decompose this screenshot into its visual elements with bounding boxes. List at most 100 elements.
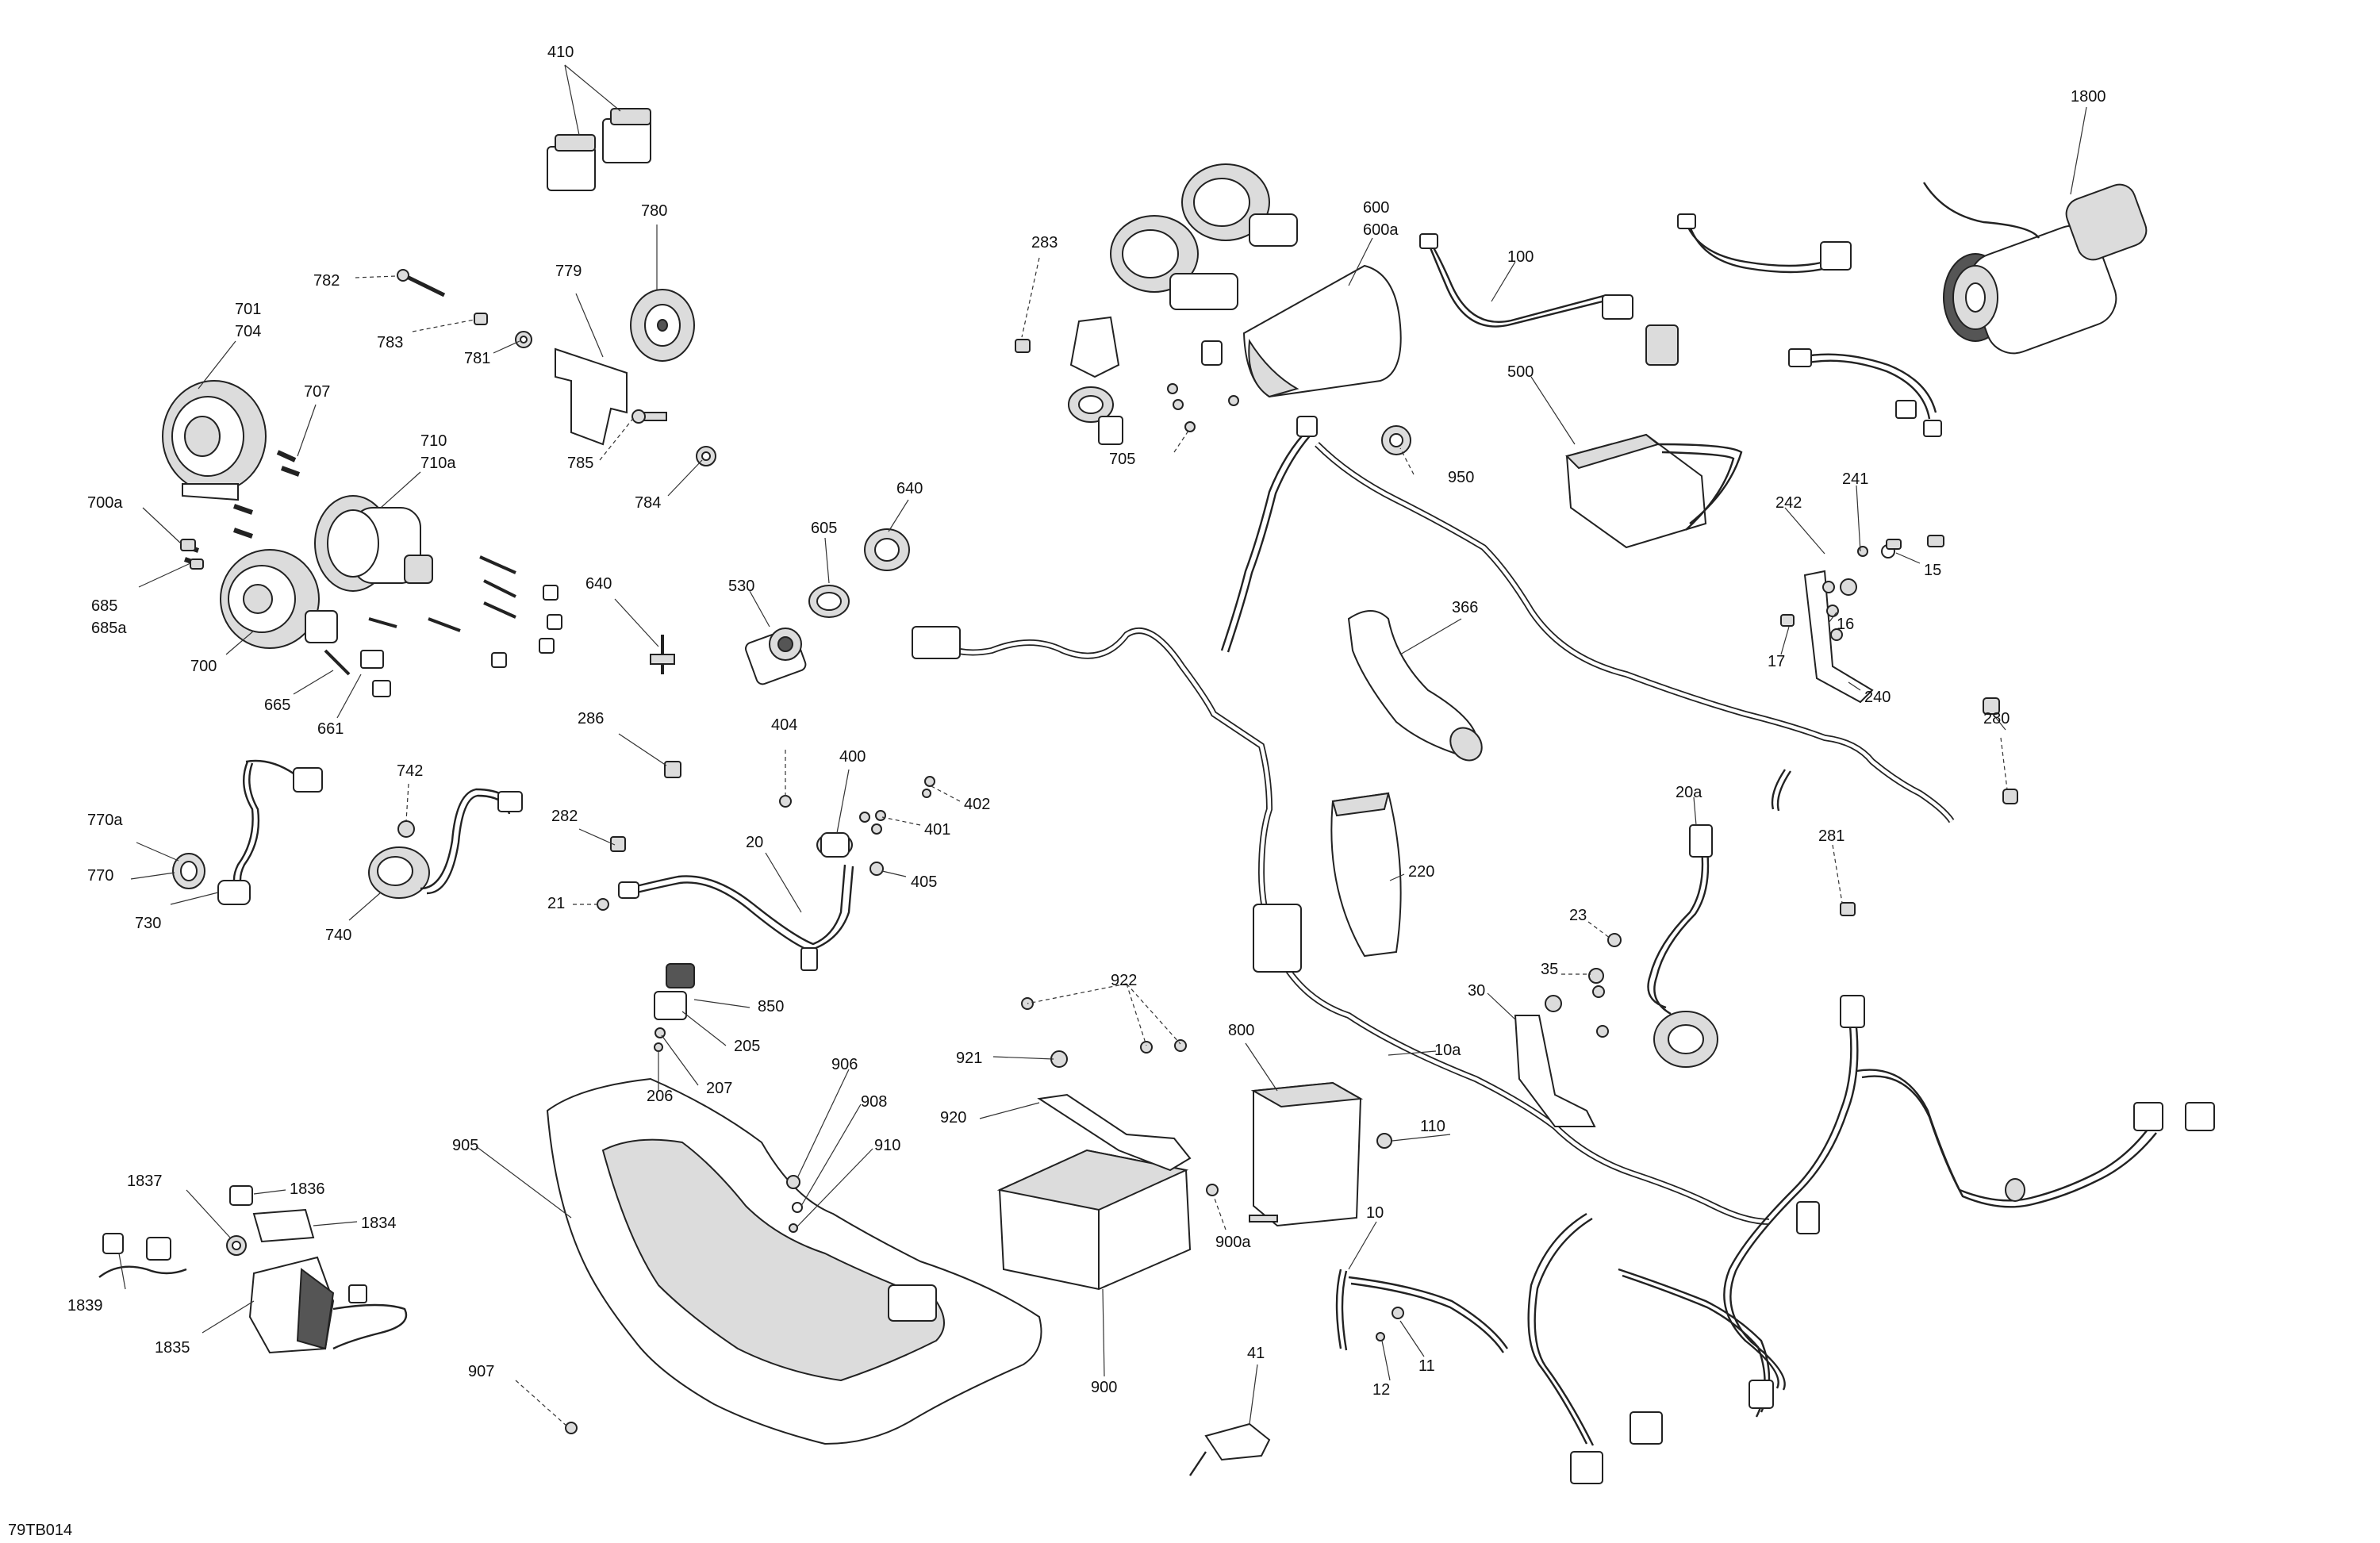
callout-905: 905 <box>452 1137 478 1154</box>
callout-10: 10 <box>1366 1204 1384 1222</box>
reference-code: 79TB014 <box>8 1522 73 1539</box>
callout-707: 707 <box>304 383 330 401</box>
callout-700a: 700a <box>87 494 123 512</box>
winch-harness-part <box>1677 213 1942 437</box>
callout-110: 110 <box>1420 1118 1445 1135</box>
callout-740: 740 <box>325 927 351 944</box>
callout-401: 401 <box>924 821 950 839</box>
terminal-41-part <box>1189 1422 1271 1476</box>
callout-16: 16 <box>1837 616 1854 633</box>
bulb-700a-part <box>180 539 196 551</box>
harness-100-part <box>1419 233 1679 366</box>
battery-900-part <box>996 1149 1192 1291</box>
winch-1800-part <box>1922 182 2148 355</box>
callout-11: 11 <box>1418 1357 1435 1375</box>
bracket-240-part <box>1803 570 1874 704</box>
clip-282-part <box>610 836 626 852</box>
callout-908: 908 <box>861 1093 887 1111</box>
washer-21-part <box>597 898 609 911</box>
connector-950-part <box>1381 425 1411 455</box>
lamp-770-part <box>172 853 205 889</box>
harness-right-part <box>1723 995 2215 1391</box>
callout-850: 850 <box>758 998 784 1015</box>
harness-730-part <box>217 759 323 905</box>
connector-661-part <box>360 650 391 697</box>
callout-280: 280 <box>1983 710 2010 727</box>
light-740-part <box>368 788 523 899</box>
callout-15: 15 <box>1924 562 1941 579</box>
callout-704: 704 <box>235 323 261 340</box>
callout-400: 400 <box>839 748 866 766</box>
callout-1837: 1837 <box>127 1173 163 1190</box>
connector-1839-part <box>98 1233 187 1278</box>
callout-907: 907 <box>468 1363 494 1380</box>
leader-lines <box>118 64 2087 1427</box>
callout-286: 286 <box>578 710 604 727</box>
callout-282: 282 <box>551 808 578 825</box>
callout-781: 781 <box>464 350 490 367</box>
sleeve-220-part <box>1330 792 1402 958</box>
throttle-body-part <box>1068 163 1298 445</box>
horn-part <box>630 289 695 362</box>
callout-600a: 600a <box>1363 221 1399 239</box>
callout-640-right: 640 <box>896 480 923 497</box>
callout-35: 35 <box>1541 961 1558 978</box>
callout-17: 17 <box>1768 653 1785 670</box>
headlight-700-part <box>220 549 338 649</box>
headlight-701-part <box>162 380 267 501</box>
callout-920: 920 <box>940 1109 966 1127</box>
tie-640-part <box>650 635 675 674</box>
callout-800: 800 <box>1228 1022 1254 1039</box>
callout-100: 100 <box>1507 248 1534 266</box>
bolt-782-part <box>397 269 446 297</box>
callout-950: 950 <box>1448 469 1474 486</box>
callout-530: 530 <box>728 578 754 595</box>
fasteners-30-part <box>1545 933 1622 1038</box>
callout-782: 782 <box>313 272 340 290</box>
callout-21: 21 <box>547 895 565 912</box>
callout-730: 730 <box>135 915 161 932</box>
callout-410: 410 <box>547 44 574 61</box>
headlight-710-part <box>314 495 433 592</box>
tray-905-part <box>546 1077 1042 1445</box>
fasteners-240-part <box>1780 535 1944 627</box>
fasteners-905-part <box>565 1175 803 1434</box>
bolt-785-part <box>631 409 667 424</box>
nut-783-part <box>474 313 488 325</box>
clip-283-part <box>1015 339 1031 353</box>
callout-701: 701 <box>235 301 261 318</box>
clip-280-part <box>1983 697 2018 804</box>
screw-110-part <box>1376 1133 1392 1149</box>
holddown-920-part <box>1037 1093 1192 1172</box>
callout-710a: 710a <box>420 455 456 472</box>
callout-207: 207 <box>706 1080 732 1097</box>
cover-600-part <box>1242 264 1402 398</box>
cable-20-part <box>618 864 854 971</box>
harness-bottom-part <box>1527 1212 1774 1484</box>
callout-1839: 1839 <box>67 1297 103 1315</box>
callout-20: 20 <box>746 834 763 851</box>
ecm-500-part <box>1565 433 1743 549</box>
relay-pair-part <box>547 108 651 191</box>
callout-780: 780 <box>641 202 667 220</box>
harness-upper-part <box>1315 442 1955 823</box>
callout-404: 404 <box>771 716 797 734</box>
small-screws-705-part <box>1167 383 1239 432</box>
callout-661: 661 <box>317 720 344 738</box>
callout-1836: 1836 <box>290 1180 325 1198</box>
callout-30: 30 <box>1468 982 1485 1000</box>
clips-part <box>491 585 562 668</box>
harness-10a-part <box>912 626 1770 1225</box>
nut-781-part <box>515 331 532 348</box>
callout-921: 921 <box>956 1050 982 1067</box>
callout-665: 665 <box>264 697 290 714</box>
callout-41: 41 <box>1247 1345 1265 1362</box>
callout-241: 241 <box>1842 470 1868 488</box>
callout-405: 405 <box>911 873 937 891</box>
callout-779: 779 <box>555 263 582 280</box>
callout-710: 710 <box>420 432 447 450</box>
callout-922: 922 <box>1111 972 1137 989</box>
callout-242: 242 <box>1775 494 1802 512</box>
callout-900a: 900a <box>1215 1234 1251 1251</box>
